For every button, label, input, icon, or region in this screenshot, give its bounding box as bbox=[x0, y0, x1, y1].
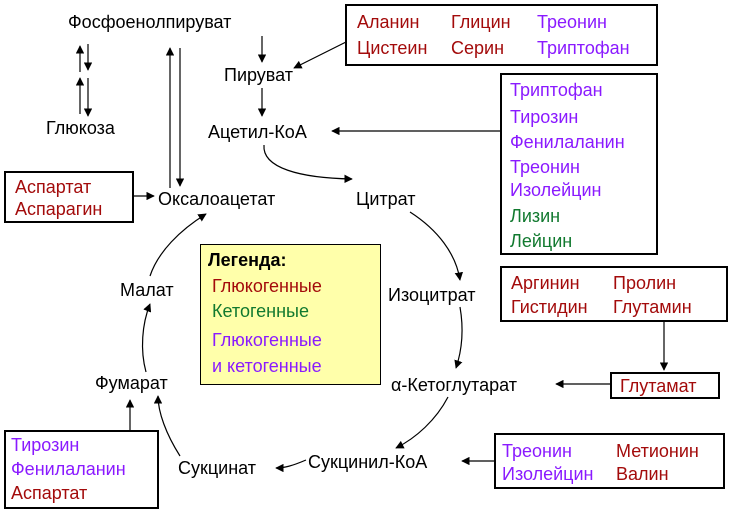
aa-cysteine: Цистеин bbox=[357, 38, 428, 58]
aa-threonine: Треонин bbox=[537, 12, 607, 32]
aa-aspartate: Аспартат bbox=[11, 483, 88, 503]
box-fumarate-amino-acids: Тирозин Фенилаланин Аспартат bbox=[4, 430, 159, 509]
legend: Легенда: Глюкогенные Кетогенные Глюкоген… bbox=[200, 244, 381, 385]
aa-glutamate: Глутамат bbox=[620, 376, 697, 396]
label-pep: Фосфоенолпируват bbox=[68, 12, 232, 32]
aa-asparagine: Аспарагин bbox=[15, 199, 103, 219]
aa-tyrosine: Тирозин bbox=[11, 435, 80, 455]
label-succinyl-coa: Сукцинил-КоА bbox=[308, 452, 428, 472]
arrow-malate-to-oxaloacetate bbox=[149, 213, 207, 277]
arrow-acetylcoa-to-citrate bbox=[263, 144, 353, 184]
aa-threonine: Треонин bbox=[502, 441, 572, 461]
label-glucose: Глюкоза bbox=[46, 118, 115, 138]
legend-both-line1: Глюкогенные bbox=[212, 330, 322, 350]
arrow-succinate-to-fumarate bbox=[153, 395, 181, 457]
arrow-akg-to-succinylcoa bbox=[395, 396, 449, 449]
label-oxaloacetate: Оксалоацетат bbox=[158, 189, 276, 209]
box-acetyl-coa-amino-acids: Триптофан Тирозин Фенилаланин Треонин Из… bbox=[500, 73, 658, 255]
aa-histidine: Гистидин bbox=[511, 297, 588, 317]
aa-isoleucine: Изолейцин bbox=[502, 464, 594, 484]
label-acetyl-coa: Ацетил-КоА bbox=[208, 122, 307, 142]
legend-both-line2: и кетогенные bbox=[212, 356, 322, 376]
aa-tyrosine: Тирозин bbox=[510, 107, 579, 127]
label-isocitrate: Изоцитрат bbox=[388, 285, 476, 305]
box-glutamate: Глутамат bbox=[610, 372, 720, 399]
box-succinyl-coa-amino-acids: Треонин Метионин Изолейцин Валин bbox=[494, 433, 725, 489]
aa-lysine: Лизин bbox=[510, 206, 561, 226]
aa-phenylalanine: Фенилаланин bbox=[510, 132, 625, 152]
arrow-isocitrate-to-akg bbox=[454, 306, 463, 369]
aa-glycine: Глицин bbox=[451, 12, 511, 32]
aa-proline: Пролин bbox=[613, 273, 677, 293]
label-alpha-ketoglutarate: α-Кетоглутарат bbox=[391, 375, 517, 395]
aa-methionine: Метионин bbox=[616, 441, 699, 461]
legend-glucogenic: Глюкогенные bbox=[212, 276, 322, 296]
aa-valine: Валин bbox=[616, 464, 669, 484]
box-glutamate-group: Аргинин Пролин Гистидин Глутамин bbox=[500, 266, 728, 322]
label-succinate: Сукцинат bbox=[178, 458, 257, 478]
aa-arginine: Аргинин bbox=[511, 273, 580, 293]
aa-glutamine: Глутамин bbox=[613, 297, 692, 317]
box-oxaloacetate-amino-acids: Аспартат Аспарагин bbox=[4, 171, 134, 223]
aa-tryptophan: Триптофан bbox=[510, 80, 603, 100]
aa-serine: Серин bbox=[451, 38, 505, 58]
aa-aspartate: Аспартат bbox=[15, 177, 92, 197]
label-malate: Малат bbox=[120, 280, 174, 300]
aa-leucine: Лейцин bbox=[510, 231, 573, 251]
label-pyruvate: Пируват bbox=[224, 65, 294, 85]
arrow-citrate-to-isocitrate bbox=[409, 211, 463, 281]
aa-tryptophan: Триптофан bbox=[537, 38, 630, 58]
aa-phenylalanine: Фенилаланин bbox=[11, 459, 126, 479]
aa-alanine: Аланин bbox=[357, 12, 420, 32]
box-pyruvate-amino-acids: Аланин Глицин Треонин Цистеин Серин Трип… bbox=[345, 4, 658, 66]
aa-isoleucine: Изолейцин bbox=[510, 180, 602, 200]
arrow-succinylcoa-to-succinate bbox=[275, 459, 307, 473]
aa-threonine: Треонин bbox=[510, 157, 580, 177]
arrow-aa-to-pyruvate bbox=[293, 41, 347, 69]
arrow-fumarate-to-malate bbox=[141, 303, 152, 373]
label-fumarate: Фумарат bbox=[95, 373, 168, 393]
label-citrate: Цитрат bbox=[356, 189, 416, 209]
legend-ketogenic: Кетогенные bbox=[212, 301, 309, 321]
legend-title: Легенда: bbox=[208, 250, 287, 270]
